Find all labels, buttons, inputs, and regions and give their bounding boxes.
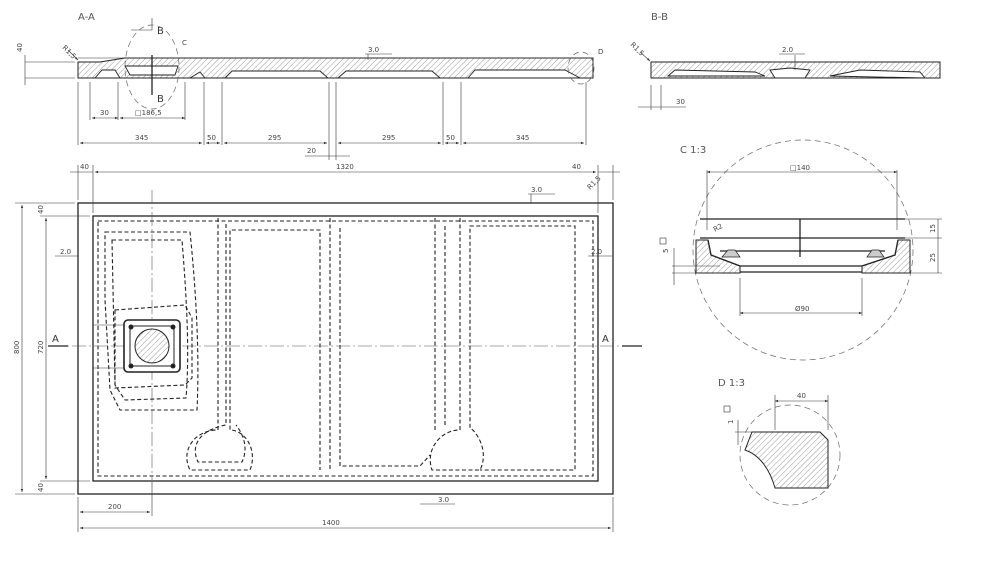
dim-295-right: 295 — [382, 134, 395, 142]
dim-30: 30 — [100, 109, 109, 117]
detail-c-diameter: Ø90 — [795, 305, 809, 313]
tray-outline — [77, 202, 614, 495]
plan-right-slope: 2.0 — [591, 248, 602, 256]
detail-d-title: D 1:3 — [718, 378, 745, 389]
section-a-a-title: A-A — [78, 12, 95, 23]
dim-bottom-200: 200 — [108, 503, 121, 511]
slope-label: 3.0 — [368, 46, 379, 54]
detail-d-circle — [567, 51, 595, 85]
dim-top-left-40: 40 — [80, 163, 89, 171]
cut-label-b-bottom: B — [157, 94, 164, 105]
detail-c-title: C 1:3 — [680, 145, 706, 156]
plan-top-slope: 3.0 — [531, 186, 542, 194]
detail-c-depth-top: 15 — [929, 224, 937, 233]
detail-c-mark: C — [182, 39, 187, 47]
detail-c: C 1:3 □140 R2 15 25 5 Ø90 — [659, 139, 942, 361]
dim-left-bottom-40: 40 — [37, 483, 45, 492]
dim-20: 20 — [307, 147, 316, 155]
section-b-b-title: B-B — [651, 12, 668, 23]
detail-c-depth-bottom: 25 — [929, 253, 937, 262]
dim-bottom-1400: 1400 — [322, 519, 340, 527]
detail-d-width: 40 — [797, 392, 806, 400]
height-label: 40 — [16, 43, 24, 52]
section-a-a: A-A B B C D R1,5 3.0 40 — [16, 12, 603, 160]
dim-50-right: 50 — [446, 134, 455, 142]
detail-d-mark: D — [598, 48, 603, 56]
dim-top-right-40: 40 — [572, 163, 581, 171]
dim-left-top-40: 40 — [37, 205, 45, 214]
dim-345-right: 345 — [516, 134, 529, 142]
radius-label: R1,5 — [61, 44, 78, 61]
section-b-b: B-B R1,5 2.0 30 — [629, 12, 941, 110]
bb-dim-30: 30 — [676, 98, 685, 106]
dim-50-left: 50 — [207, 134, 216, 142]
detail-c-radius: R2 — [712, 222, 724, 234]
detail-c-width: □140 — [790, 164, 810, 172]
detail-d: D 1:3 40 1 — [718, 378, 841, 506]
section-mark-a-right: A — [602, 334, 609, 345]
cut-label-b-top: B — [157, 26, 164, 37]
plan-top-radius: R1,5 — [586, 174, 603, 191]
tray-rim — [92, 215, 599, 482]
dim-345-left: 345 — [135, 134, 148, 142]
plan-view: A A 40 1320 40 3.0 R1,5 800 720 40 40 2.… — [13, 163, 642, 532]
dim-186-5: □186,5 — [135, 109, 162, 117]
dim-left-720: 720 — [37, 341, 45, 354]
dim-top-1320: 1320 — [336, 163, 354, 171]
detail-c-circle — [124, 24, 180, 110]
detail-c-step: 5 — [662, 249, 670, 253]
bb-radius-label: R1,5 — [629, 41, 646, 58]
plan-left-slope: 2.0 — [60, 248, 71, 256]
bb-slope-label: 2.0 — [782, 46, 793, 54]
dim-295-left: 295 — [268, 134, 281, 142]
plan-bottom-slope: 3.0 — [438, 496, 449, 504]
detail-d-step: 1 — [727, 420, 735, 424]
dim-left-800: 800 — [13, 341, 21, 354]
section-mark-a-left: A — [52, 334, 59, 345]
drain — [93, 304, 193, 389]
